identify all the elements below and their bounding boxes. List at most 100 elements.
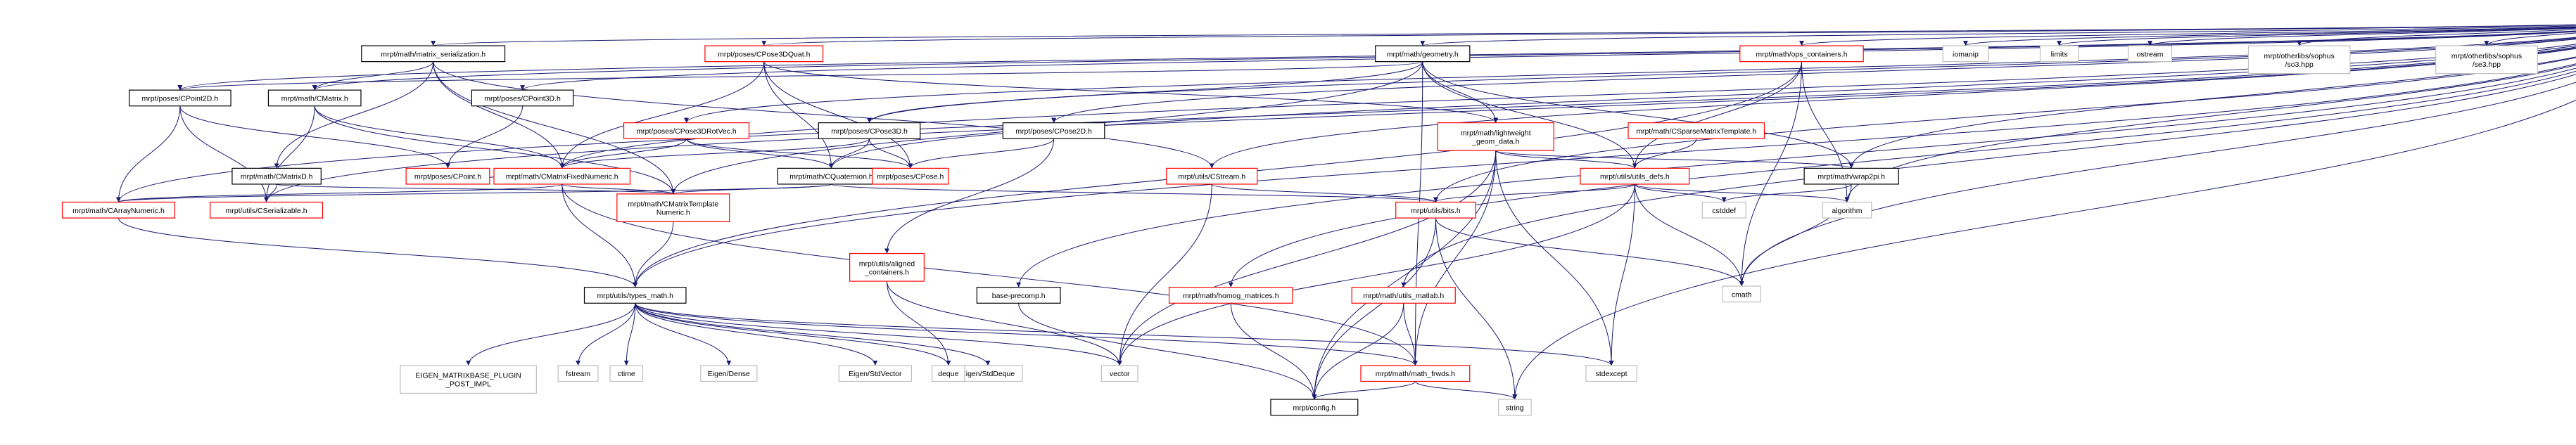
node-cpoint[interactable]: mrpt/poses/CPoint.h [405,167,490,185]
node-cpose2d[interactable]: mrpt/poses/CPose2D.h [1002,122,1105,139]
node-label: deque [938,370,958,378]
node-geometry[interactable]: mrpt/math/geometry.h [1375,45,1471,63]
node-box [210,201,324,219]
node-lightweight[interactable]: mrpt/math/lightweight_geom_data.h [1437,122,1554,151]
node-csparse[interactable]: mrpt/math/CSparseMatrixTemplate.h [1628,122,1765,139]
node-cserializable[interactable]: mrpt/utils/CSerializable.h [210,201,324,219]
node-iomanip[interactable]: iomanip [1942,45,1989,63]
node-cstream[interactable]: mrpt/utils/CStream.h [1166,167,1258,185]
node-fstream[interactable]: fstream [557,365,599,382]
node-label: iomanip [1953,50,1979,58]
node-box [838,365,913,382]
node-box [1580,167,1690,185]
node-label: mrpt/utils/CStream.h [1178,173,1245,181]
node-string[interactable]: string [1497,399,1532,416]
edge-homog-to-config [1230,303,1317,400]
node-algorithm[interactable]: algorithm [1822,201,1872,219]
node-fixednumeric[interactable]: mrpt/math/CMatrixFixedNumeric.h [493,167,631,185]
edge-root-to-algorithm [1844,65,2576,202]
node-wrap2pi[interactable]: mrpt/math/wrap2pi.h [1803,167,1899,185]
edge-matrix-serialization-to-fixednumeric [433,61,565,169]
node-utils-defs[interactable]: mrpt/utils/utils_defs.h [1580,167,1690,185]
node-vector[interactable]: vector [1100,365,1138,382]
node-box [609,365,644,382]
node-label: mrpt/math/CQuaternion.h [789,173,873,181]
edge-utils-defs-to-bits [1433,183,1635,202]
edge-root-to-cpose3drotvec [684,37,2576,123]
node-label: Eigen/Dense [708,370,750,378]
node-eigen-stdvector[interactable]: Eigen/StdVector [838,365,913,382]
node-label: mrpt/math/CMatrixFixedNumeric.h [506,173,618,181]
node-label: ostream [2137,50,2164,58]
node-homog[interactable]: mrpt/math/homog_matrices.h [1168,287,1293,304]
edge-types-math-to-math-frwds [635,303,1418,366]
node-label: mrpt/utils/bits.h [1411,207,1461,215]
node-cstddef[interactable]: cstddef [1701,201,1746,219]
node-cpose3d[interactable]: mrpt/poses/CPose3D.h [818,122,921,139]
node-label: _geom_data.h [1471,137,1519,146]
node-cpose3drotvec[interactable]: mrpt/poses/CPose3DRotVec.h [623,122,750,139]
node-cmath[interactable]: cmath [1722,285,1761,303]
edge-lightweight-to-config [1312,150,1497,400]
node-label: ctime [618,370,635,378]
edge-math-frwds-to-string [1414,381,1518,400]
node-stdexcept[interactable]: stdexcept [1585,365,1637,382]
node-ostream[interactable]: ostream [2127,45,2173,63]
node-math-frwds[interactable]: mrpt/math/math_frwds.h [1360,365,1471,382]
edge-types-math-to-vector [635,303,1122,366]
edge-bits-to-config [1312,218,1436,400]
node-box [616,193,730,223]
node-utils-matlab[interactable]: mrpt/math/utils_matlab.h [1351,287,1456,304]
node-box [1628,122,1765,139]
edge-fixednumeric-to-carraynumeric [116,183,563,202]
node-label: mrpt/math/geometry.h [1387,50,1459,58]
edge-types-math-to-fstream [576,303,636,366]
node-label: vector [1110,370,1130,378]
node-cpoint3d[interactable]: mrpt/poses/CPoint3D.h [471,89,574,107]
node-aligned[interactable]: mrpt/utils/aligned_containers.h [849,252,925,282]
node-label: EIGEN_MATRIXBASE_PLUGIN [415,372,521,380]
edge-ops-containers-to-cmath [1739,61,1802,287]
node-cmatrix[interactable]: mrpt/math/CMatrix.h [267,89,362,107]
node-cpose3dquat[interactable]: mrpt/poses/CPose3DQuat.h [704,45,824,63]
node-cpoint2d[interactable]: mrpt/poses/CPoint2D.h [129,89,231,107]
node-deque[interactable]: deque [932,365,965,382]
node-matrix-serialization[interactable]: mrpt/math/matrix_serialization.h [361,45,506,63]
node-box [471,89,574,107]
edge-wrap2pi-to-cstddef [1721,183,1852,202]
edge-root-to-limits [2057,27,2576,46]
node-label: mrpt/math/matrix_serialization.h [381,50,486,58]
node-label: mrpt/poses/CPose3DQuat.h [718,50,810,58]
node-se3[interactable]: mrpt/otherlibs/sophus/se3.hpp [2435,45,2538,75]
node-eigen-stddeque[interactable]: Eigen/StdDeque [953,365,1023,382]
edge-root-to-cstream [1209,48,2576,169]
node-carraynumeric[interactable]: mrpt/math/CArrayNumeric.h [61,201,176,219]
edge-matrix-serialization-to-cstream [433,61,1214,169]
edge-root-to-types-math [633,63,2576,288]
node-base-precomp[interactable]: base-precomp.h [976,287,1061,304]
node-cpose[interactable]: mrpt/poses/CPose.h [871,167,949,185]
node-box [1166,167,1258,185]
node-label: Eigen/StdVector [849,370,902,378]
node-ops-containers[interactable]: mrpt/math/ops_containers.h [1739,45,1864,63]
node-box [1437,122,1554,151]
edge-utils-matlab-to-math-frwds [1403,303,1418,366]
node-bits[interactable]: mrpt/utils/bits.h [1395,201,1476,219]
node-cquaternion[interactable]: mrpt/math/CQuaternion.h [777,167,886,185]
edge-cpoint3d-to-cpoint [445,105,524,169]
edge-cmatrixtemplate-to-types-math [633,221,674,288]
node-ctime[interactable]: ctime [609,365,644,382]
node-eigen-dense[interactable]: Eigen/Dense [700,365,758,382]
node-eigen-plugin[interactable]: EIGEN_MATRIXBASE_PLUGIN_POST_IMPL [400,365,537,394]
node-so3[interactable]: mrpt/otherlibs/sophus/so3.hpp [2247,45,2351,75]
node-config[interactable]: mrpt/config.h [1270,399,1359,416]
edge-math-frwds-to-config [1312,381,1416,400]
node-limits[interactable]: limits [2039,45,2079,63]
node-box [2435,45,2538,75]
node-types-math[interactable]: mrpt/utils/types_math.h [583,287,687,304]
node-box [871,167,949,185]
node-cmatrixd[interactable]: mrpt/math/CMatrixD.h [231,167,322,185]
node-label: mrpt/math/ops_containers.h [1756,50,1847,58]
